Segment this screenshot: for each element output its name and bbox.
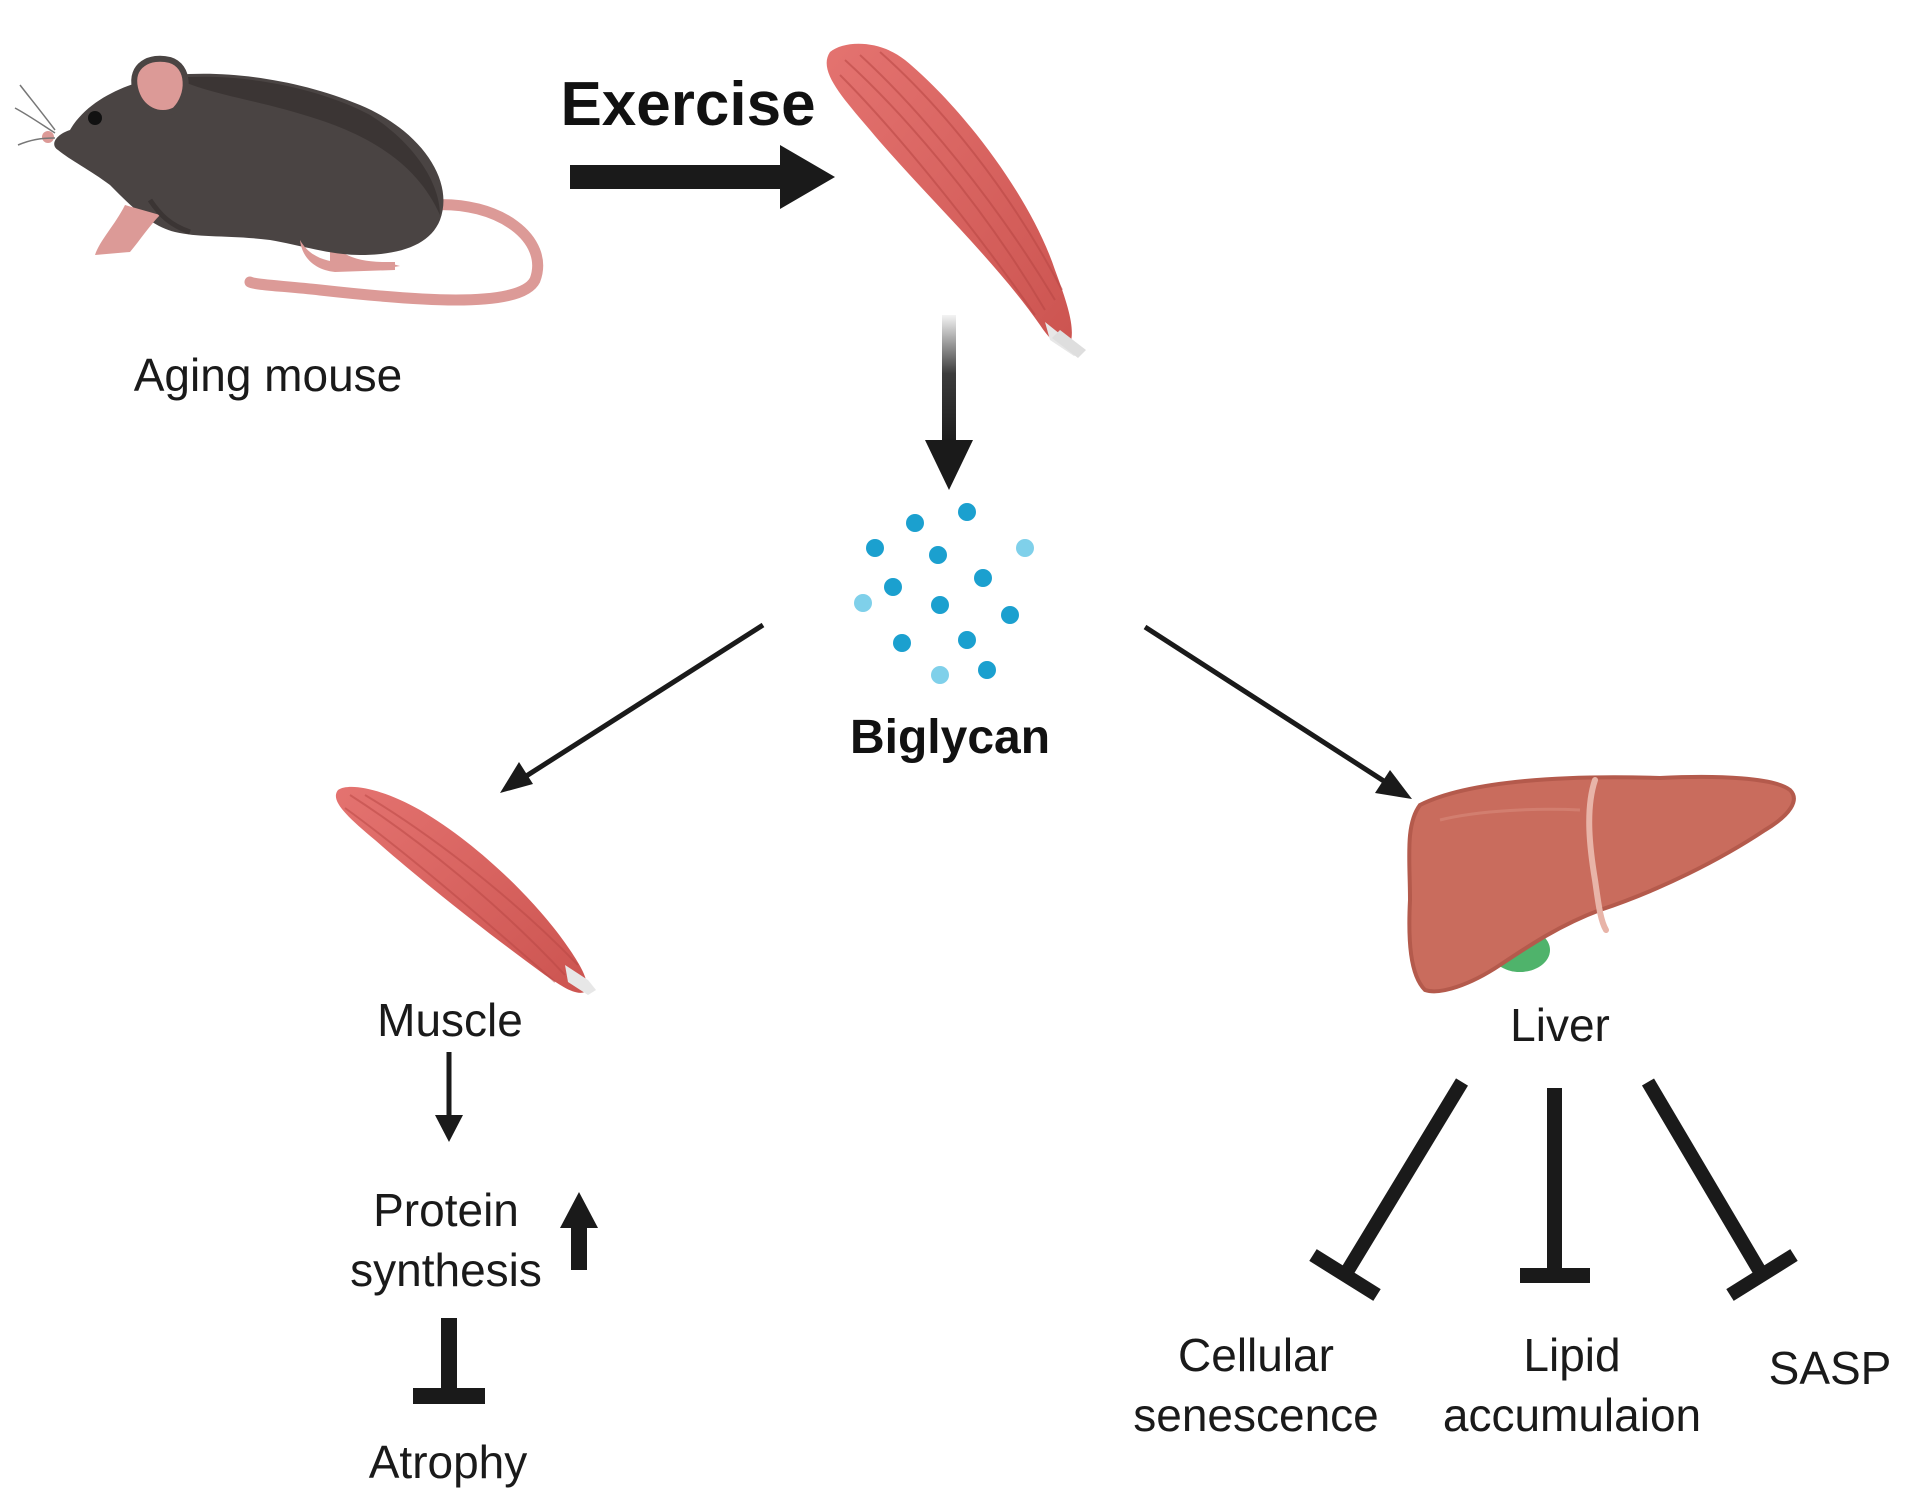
protein-synthesis-line-2: synthesis: [350, 1244, 542, 1296]
liver-icon: [1407, 774, 1796, 994]
inhibit-sasp-symbol: [1641, 1078, 1798, 1301]
muscle-label: Muscle: [377, 994, 523, 1046]
liver-label: Liver: [1510, 999, 1610, 1051]
protein-synthesis-line-1: Protein: [373, 1184, 519, 1236]
cellular-senescence-label: Cellular senescence: [1133, 1325, 1379, 1445]
muscle-to-biglycan-arrow: [925, 315, 973, 490]
exercise-label: Exercise: [560, 70, 816, 139]
aging-mouse-label: Aging mouse: [133, 349, 403, 401]
biglycan-to-muscle-arrow: [500, 622, 765, 793]
increase-arrow-icon: [560, 1192, 598, 1270]
inhibit-senescence-symbol: [1309, 1078, 1468, 1301]
atrophy-label: Atrophy: [368, 1436, 528, 1488]
cellular-senescence-line-1: Cellular: [1178, 1329, 1334, 1381]
cellular-senescence-line-2: senescence: [1133, 1389, 1379, 1441]
biglycan-to-liver-arrow: [1143, 624, 1412, 799]
muscle-icon: [826, 43, 1086, 358]
protein-synthesis-label: Protein synthesis: [350, 1180, 542, 1300]
sasp-label: SASP: [1768, 1342, 1892, 1394]
lipid-accumulation-line-1: Lipid: [1523, 1329, 1621, 1381]
muscle-icon-bottom: [335, 786, 596, 995]
biglycan-label: Biglycan: [849, 711, 1051, 764]
muscle-to-protein-arrow: [435, 1052, 463, 1142]
mouse-icon: [14, 55, 544, 306]
lipid-accumulation-line-2: accumulaion: [1442, 1389, 1702, 1441]
lipid-accumulation-label: Lipid accumulaion: [1443, 1325, 1701, 1445]
inhibit-lipid-symbol: [1520, 1088, 1590, 1283]
molecule-dots-icon: [854, 503, 1034, 684]
inhibit-atrophy-symbol: [413, 1318, 485, 1404]
exercise-arrow: [570, 145, 835, 209]
